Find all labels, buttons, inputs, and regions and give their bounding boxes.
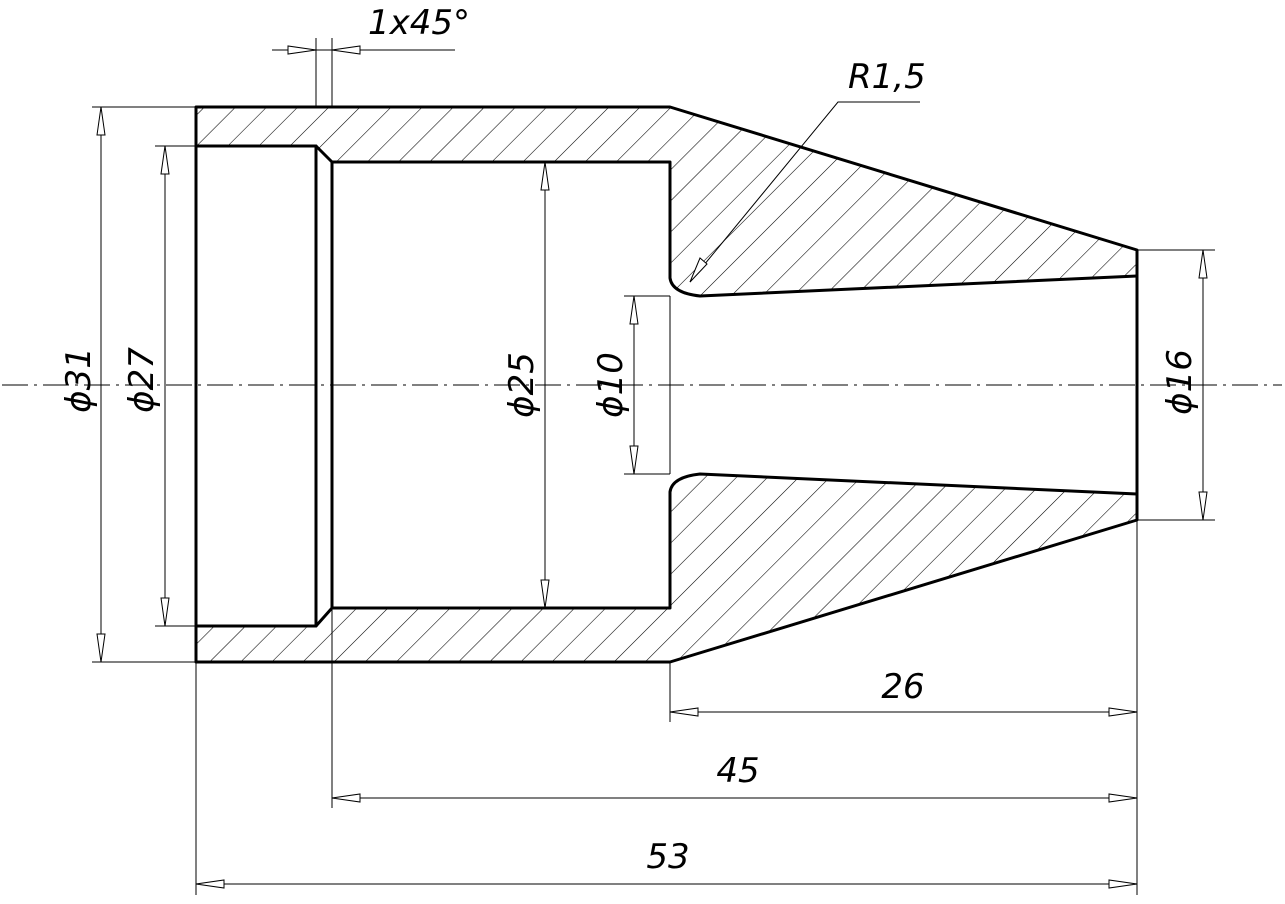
label-length-26: 26 — [881, 667, 924, 707]
label-d10: ϕ10 — [591, 352, 631, 418]
label-length-45: 45 — [716, 751, 759, 791]
label-chamfer: 1x45° — [368, 3, 470, 43]
hatch-lower-wall — [196, 474, 1137, 662]
label-d16: ϕ16 — [1160, 349, 1200, 415]
extension-lines — [92, 38, 1215, 895]
label-length-53: 53 — [646, 837, 689, 877]
section-hatching — [196, 107, 1137, 662]
hatch-upper-wall — [196, 107, 1137, 296]
lower-inner-contour — [194, 472, 1139, 628]
leader-r15 — [689, 101, 920, 283]
upper-inner-contour — [194, 144, 1139, 298]
label-d25: ϕ25 — [502, 352, 542, 418]
dimension-lines — [96, 45, 1208, 889]
dimension-labels: 1x45° R1,5 ϕ31 ϕ27 ϕ25 ϕ10 ϕ16 26 45 53 — [59, 3, 1200, 877]
label-radius: R1,5 — [848, 57, 926, 97]
label-d27: ϕ27 — [122, 347, 162, 413]
label-d31: ϕ31 — [59, 347, 99, 413]
